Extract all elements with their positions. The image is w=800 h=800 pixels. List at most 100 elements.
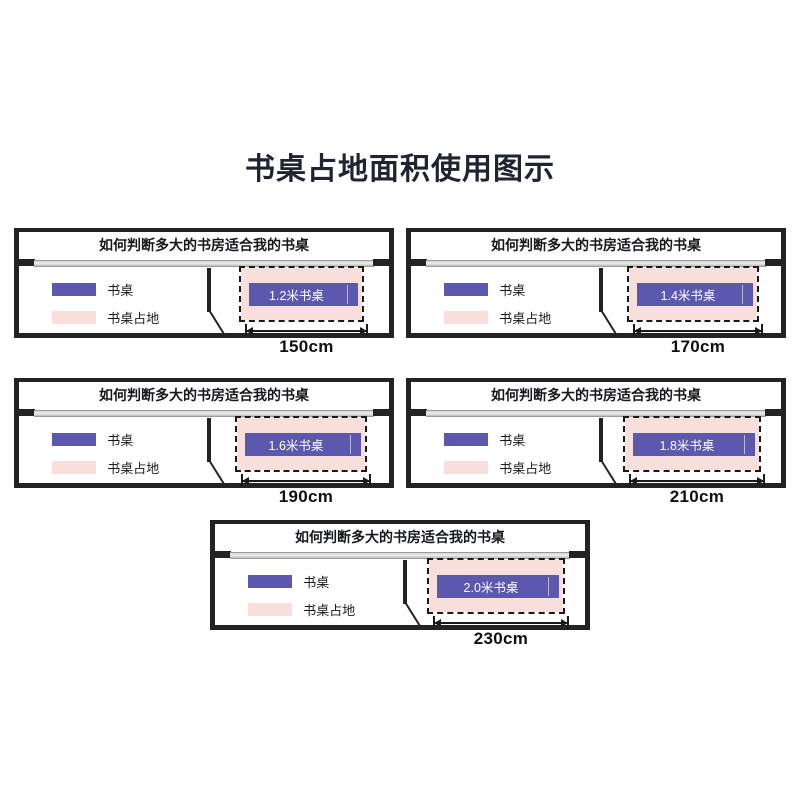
legend: 书桌 书桌占地 <box>52 280 159 336</box>
dim-arrow-right-icon <box>755 326 762 335</box>
desk-color-swatch <box>52 283 97 296</box>
interior-wall <box>19 259 389 267</box>
dim-arrow-right-icon <box>363 476 370 485</box>
legend-label-desk: 书桌 <box>107 433 134 448</box>
wall-bar <box>33 410 375 417</box>
dim-rule <box>629 480 765 482</box>
desk-size-label: 1.2米书桌 <box>269 288 324 303</box>
desk-footprint-area: 1.8米书桌 <box>623 416 761 472</box>
desk-block: 1.2米书桌 <box>249 282 358 306</box>
panel-caption: 如何判断多大的书房适合我的书桌 <box>491 387 701 403</box>
panel-caption: 如何判断多大的书房适合我的书桌 <box>99 237 309 253</box>
legend-item-desk: 书桌 <box>444 430 551 449</box>
room-panel-3: 如何判断多大的书房适合我的书桌 书桌 书桌占地 1.6米书桌 <box>14 378 394 506</box>
dim-cap-left <box>241 474 243 487</box>
footprint-color-swatch <box>444 461 489 474</box>
dim-arrow-left-icon <box>242 476 249 485</box>
door-swing-line <box>600 309 619 338</box>
dim-arrow-left-icon <box>434 618 441 627</box>
dimension-value: 170cm <box>670 337 726 356</box>
legend-item-footprint: 书桌占地 <box>444 458 551 477</box>
door-leaf <box>207 418 211 462</box>
dim-arrow-right-icon <box>757 476 764 485</box>
desk-footprint-area: 1.2米书桌 <box>239 266 364 322</box>
legend-label-footprint: 书桌占地 <box>303 603 356 618</box>
desk-footprint-area: 2.0米书桌 <box>427 558 565 614</box>
dimension-value: 190cm <box>278 487 334 506</box>
interior-wall <box>19 409 389 417</box>
desk-divider-line <box>744 434 745 454</box>
desk-diagram: 1.4米书桌 170cm <box>627 266 763 356</box>
room-panel-2: 如何判断多大的书房适合我的书桌 书桌 书桌占地 1.4米书桌 <box>406 228 786 356</box>
wall-bar <box>425 260 767 267</box>
panel-caption: 如何判断多大的书房适合我的书桌 <box>491 237 701 253</box>
legend-label-desk: 书桌 <box>499 283 526 298</box>
desk-footprint-area: 1.6米书桌 <box>235 416 367 472</box>
door-leaf <box>403 560 407 604</box>
desk-divider-line <box>742 284 743 304</box>
room-panel-5: 如何判断多大的书房适合我的书桌 书桌 书桌占地 2.0米书桌 <box>210 520 590 648</box>
dim-arrow-right-icon <box>561 618 568 627</box>
desk-size-label: 1.4米书桌 <box>660 288 716 303</box>
footprint-color-swatch <box>52 461 97 474</box>
dim-cap-right <box>369 474 371 487</box>
legend-label-footprint: 书桌占地 <box>499 461 552 476</box>
door-swing-line <box>208 459 227 488</box>
desk-block: 2.0米书桌 <box>437 574 559 598</box>
legend: 书桌 书桌占地 <box>444 430 551 486</box>
wall-stub-left <box>411 259 427 266</box>
wall-stub-right <box>765 409 781 416</box>
legend-label-desk: 书桌 <box>499 433 526 448</box>
desk-diagram: 1.8米书桌 210cm <box>623 416 765 506</box>
dim-rule <box>633 330 763 332</box>
legend-item-footprint: 书桌占地 <box>52 308 159 327</box>
desk-block: 1.8米书桌 <box>633 432 755 456</box>
legend-item-desk: 书桌 <box>444 280 551 299</box>
wall-stub-right <box>765 259 781 266</box>
legend: 书桌 书桌占地 <box>52 430 159 486</box>
legend-item-footprint: 书桌占地 <box>248 600 355 619</box>
panel-caption: 如何判断多大的书房适合我的书桌 <box>99 387 309 403</box>
dim-cap-right <box>567 616 569 629</box>
page-title: 书桌占地面积使用图示 <box>245 153 555 186</box>
wall-stub-left <box>215 551 231 558</box>
legend-label-desk: 书桌 <box>303 575 330 590</box>
door-swing-line <box>208 309 227 338</box>
room-panel-4: 如何判断多大的书房适合我的书桌 书桌 书桌占地 1.8米书桌 <box>406 378 786 506</box>
legend: 书桌 书桌占地 <box>248 572 355 628</box>
room-panel-1: 如何判断多大的书房适合我的书桌 书桌 书桌占地 1.2米书桌 <box>14 228 394 356</box>
desk-size-label: 1.6米书桌 <box>268 438 324 453</box>
wall-bar <box>229 552 571 559</box>
wall-bar <box>425 410 767 417</box>
dim-arrow-right-icon <box>360 326 367 335</box>
desk-diagram: 1.2米书桌 150cm <box>239 266 368 356</box>
legend-item-desk: 书桌 <box>52 430 159 449</box>
desk-block: 1.4米书桌 <box>637 282 753 306</box>
wall-stub-right <box>373 259 389 266</box>
dim-rule <box>241 480 371 482</box>
legend-label-footprint: 书桌占地 <box>107 461 160 476</box>
legend: 书桌 书桌占地 <box>444 280 551 336</box>
legend-label-footprint: 书桌占地 <box>107 311 160 326</box>
door-swing-line <box>600 459 619 488</box>
door-leaf <box>599 418 603 462</box>
desk-diagram: 2.0米书桌 230cm <box>427 558 569 648</box>
desk-diagram: 1.6米书桌 190cm <box>235 416 371 506</box>
interior-wall <box>411 409 781 417</box>
dim-arrow-left-icon <box>630 476 637 485</box>
desk-block: 1.6米书桌 <box>245 432 361 456</box>
footprint-color-swatch <box>52 311 97 324</box>
panel-caption: 如何判断多大的书房适合我的书桌 <box>295 529 505 545</box>
dim-cap-left <box>629 474 631 487</box>
door-swing-line <box>404 601 423 630</box>
legend-label-footprint: 书桌占地 <box>499 311 552 326</box>
wall-bar <box>33 260 375 267</box>
dim-cap-right <box>366 324 368 337</box>
dim-arrow-left-icon <box>246 326 253 335</box>
legend-item-footprint: 书桌占地 <box>444 308 551 327</box>
legend-label-desk: 书桌 <box>107 283 134 298</box>
dimension-value: 210cm <box>669 487 725 506</box>
desk-size-label: 2.0米书桌 <box>463 580 519 595</box>
legend-item-desk: 书桌 <box>52 280 159 299</box>
wall-stub-right <box>569 551 585 558</box>
